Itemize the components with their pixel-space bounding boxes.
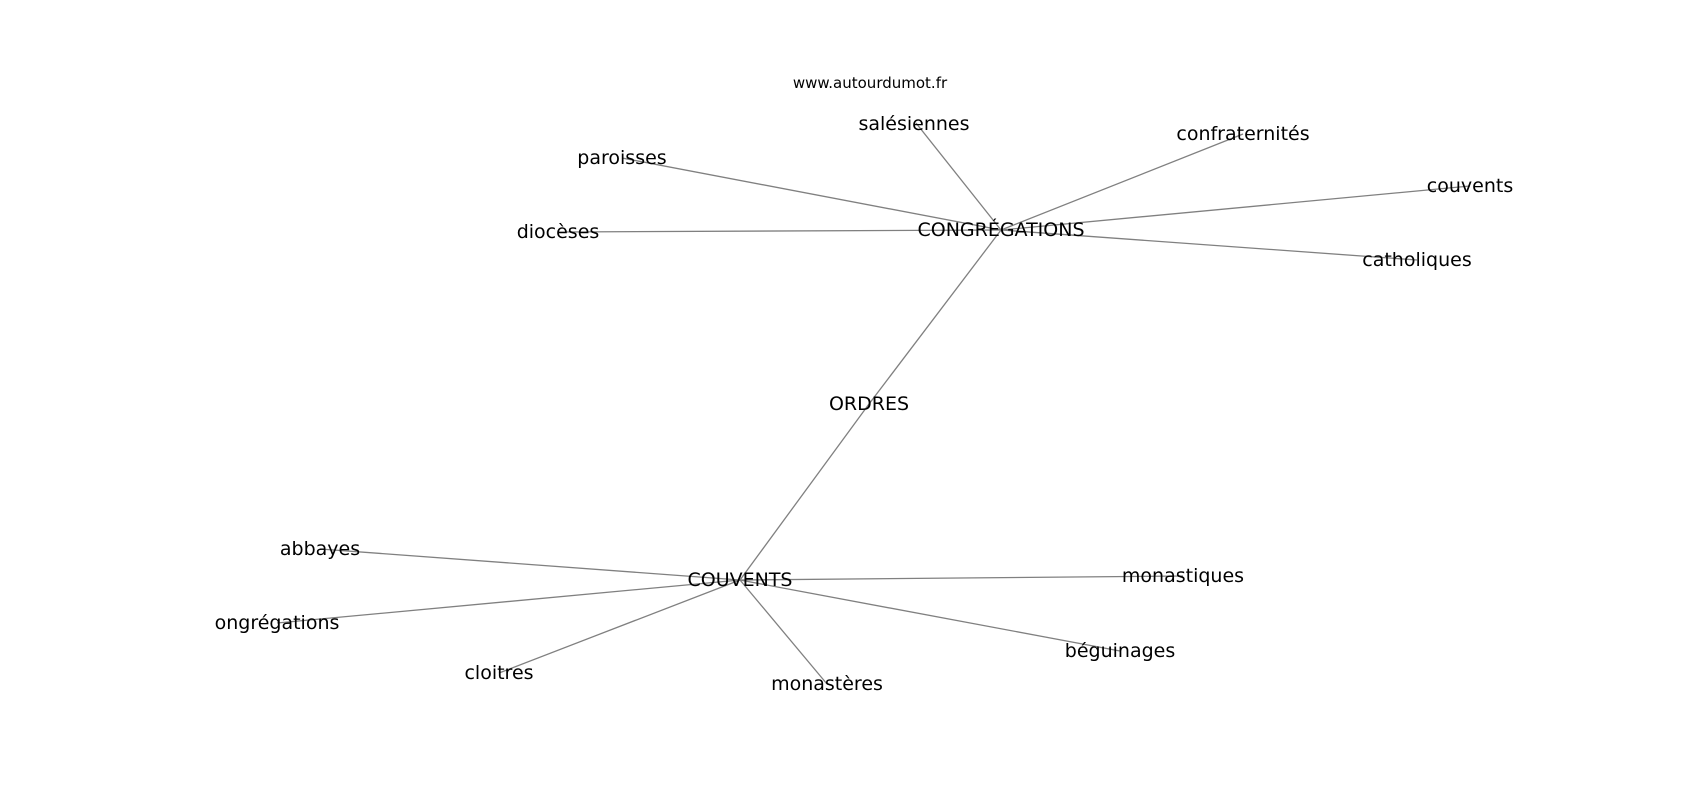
node-cloitres: cloitres <box>464 662 533 684</box>
node-ordres: ORDRES <box>829 393 909 415</box>
edge-congregations-salesiennes <box>915 122 1002 231</box>
edge-congregations-confraternites <box>1000 133 1244 231</box>
node-monasteres: monastères <box>771 673 883 695</box>
node-couvents-small: couvents <box>1427 175 1513 197</box>
node-paroisses: paroisses <box>577 147 666 169</box>
node-congregations: CONGRÉGATIONS <box>917 218 1084 241</box>
edge-couvents-ongregations <box>276 579 741 624</box>
graph-edges <box>276 122 1471 685</box>
edge-congregations-couvents <box>1000 185 1471 231</box>
node-salesiennes: salésiennes <box>858 113 969 135</box>
edge-congregations-paroisses <box>621 157 1002 231</box>
node-beguinages: béguinages <box>1065 640 1175 662</box>
node-dioceses: diocèses <box>517 221 600 243</box>
edge-congregations-dioceses <box>557 229 1002 233</box>
edge-ordres-congregations <box>868 229 1002 405</box>
edge-couvents-monastiques <box>739 575 1184 581</box>
edge-ordres-couvents <box>739 403 870 581</box>
node-catholiques: catholiques <box>1362 249 1471 271</box>
watermark-text: www.autourdumot.fr <box>793 74 948 92</box>
edge-couvents-abbayes <box>319 548 741 581</box>
node-ongregations: ongrégations <box>215 612 340 634</box>
node-couvents: COUVENTS <box>687 569 792 591</box>
edge-couvents-cloitres <box>498 579 741 674</box>
node-monastiques: monastiques <box>1122 565 1244 587</box>
edge-congregations-catholiques <box>1000 229 1418 261</box>
edge-couvents-beguinages <box>739 579 1121 652</box>
edge-couvents-monasteres <box>739 579 828 685</box>
node-abbayes: abbayes <box>280 538 360 560</box>
node-confraternites: confraternités <box>1176 123 1309 145</box>
graph-labels: www.autourdumot.fr ORDRES CONGRÉGATIONS … <box>215 74 1514 695</box>
